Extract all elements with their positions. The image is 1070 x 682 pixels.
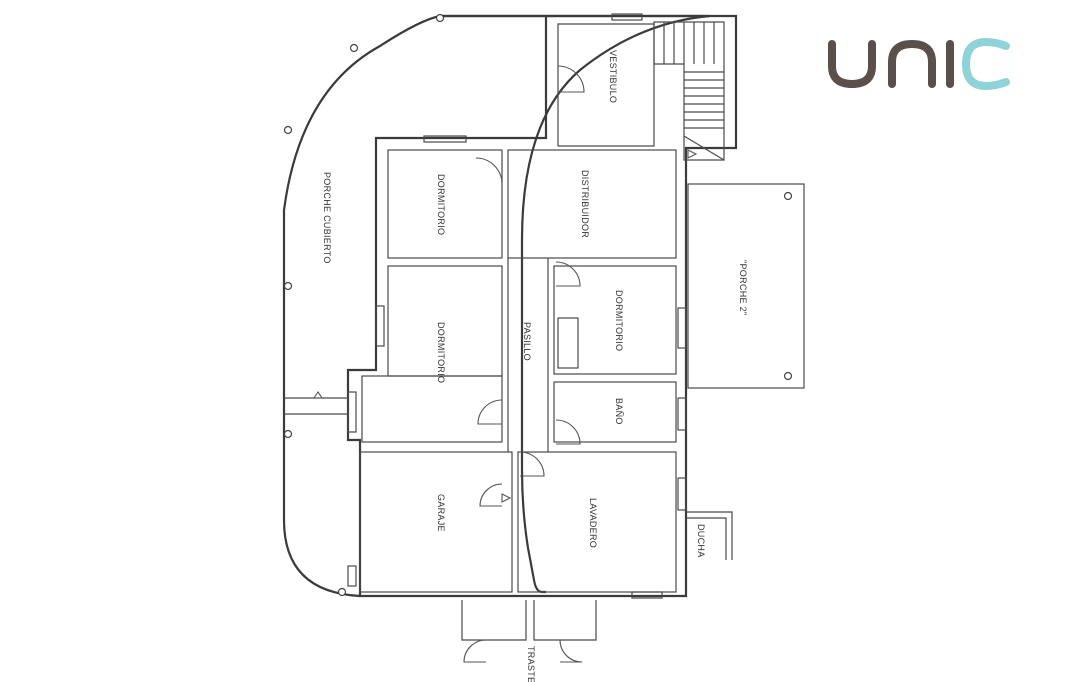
stair-steps <box>663 22 725 161</box>
label-vestibulo: VESTIBULO <box>608 50 618 103</box>
label-garaje: GARAJE <box>436 494 446 532</box>
label-pasillo: PASILLO <box>522 322 532 361</box>
dormitorio-3-room <box>553 265 677 375</box>
vestibulo-room <box>557 23 655 147</box>
entry-arrows <box>312 149 698 503</box>
ducha-wall <box>686 511 733 560</box>
floor-plan-sheet: VESTIBULO PORCHE CUBIERTO DORMITORIO DIS… <box>240 0 828 682</box>
dormitorio-1-room <box>387 149 503 259</box>
label-ducha: DUCHA <box>696 524 706 558</box>
label-porche-cubierto: PORCHE CUBIERTO <box>322 172 332 264</box>
trastero-walls <box>461 600 597 641</box>
porche-2-post <box>783 371 793 381</box>
porch-outline <box>520 14 711 594</box>
closet <box>557 317 579 369</box>
distribuidor-room <box>507 149 677 259</box>
label-porche-2: "PORCHE 2" <box>738 260 748 315</box>
porch-entry <box>284 397 348 415</box>
label-dormitorio-2: DORMITORIO <box>436 322 446 383</box>
label-lavadero: LAVADERO <box>588 498 598 548</box>
floor-plan: VESTIBULO PORCHE CUBIERTO DORMITORIO DIS… <box>282 13 805 682</box>
label-dormitorio-1: DORMITORIO <box>436 174 446 235</box>
unic-logo <box>828 37 1010 90</box>
bano-room <box>553 381 677 443</box>
label-dormitorio-3: DORMITORIO <box>614 290 624 351</box>
label-trastero: TRASTE <box>526 646 536 682</box>
porche-2-area <box>687 183 805 389</box>
label-distribuidor: DISTRIBUIDOR <box>580 170 590 238</box>
label-bano: BAÑO <box>614 398 624 425</box>
door-swings <box>463 65 585 663</box>
windows <box>347 13 687 599</box>
lavadero-room <box>517 451 677 593</box>
porche-2-post <box>783 191 793 201</box>
porch-outer <box>282 14 546 598</box>
garaje-room <box>359 451 513 593</box>
porch-posts <box>283 13 445 597</box>
dormitorio-2-room-lower <box>361 375 503 443</box>
